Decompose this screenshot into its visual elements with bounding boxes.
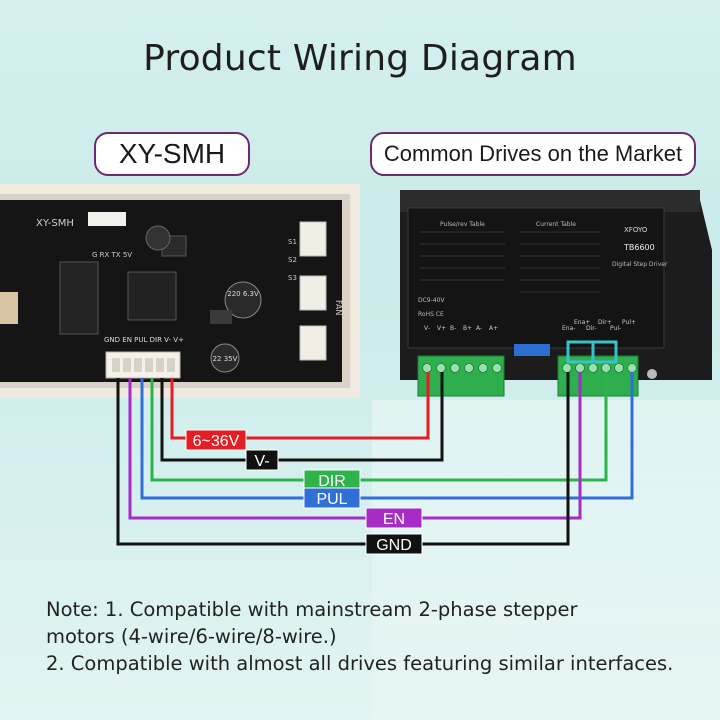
board-label: XY-SMH (94, 132, 250, 176)
terminal-label-r3: Dir+ (598, 319, 612, 326)
drive-label: Common Drives on the Market (370, 132, 696, 176)
port-s2 (299, 275, 327, 311)
board-silk-name: XY-SMH (36, 218, 74, 229)
compatibility-notes: Note: 1. Compatible with mainstream 2-ph… (46, 596, 716, 677)
terminal-label-l5: A+ (489, 325, 498, 332)
port-s3 (299, 325, 327, 361)
port-label-s2: S2 (288, 256, 297, 264)
note-line-1: Note: 1. Compatible with mainstream 2-ph… (46, 598, 578, 621)
port-s1 (299, 221, 327, 257)
current-table-title: Current Table (536, 221, 576, 228)
terminal-screws (422, 363, 637, 373)
terminal-label-r0: Ena- (562, 325, 575, 332)
dip-switch (514, 344, 550, 356)
label-bg-power (185, 429, 247, 451)
wire-v-black (160, 372, 444, 462)
label-bg-v (245, 449, 279, 471)
note-line-3: 2. Compatible with almost all drives fea… (46, 652, 674, 675)
label-bg-en (365, 507, 423, 529)
drive-model: TB6600 (623, 243, 655, 252)
terminal-block-left (417, 355, 505, 397)
connector-pin-labels: GND EN PUL DIR V- V+ (104, 336, 184, 344)
capacitor-2-label: 22 35V (213, 355, 238, 363)
label-power: 6~36V (193, 433, 240, 450)
label-pul: PUL (316, 491, 347, 508)
wire-power-red (170, 372, 430, 440)
fan-label: FAN (334, 300, 343, 315)
drive-face (407, 207, 665, 349)
drive-top-fin (400, 190, 700, 212)
tb6600-drive: XFOYO TB6600 Digital Step Driver Current… (400, 190, 712, 397)
terminal-label-r1: Ena+ (574, 319, 590, 326)
wire-gnd-black (116, 372, 570, 546)
drive-subtitle: Digital Step Driver (612, 261, 668, 268)
terminal-label-l3: B+ (463, 325, 472, 332)
note-line-2: motors (4-wire/6-wire/8-wire.) (46, 625, 337, 648)
label-en: EN (383, 511, 405, 528)
label-bg-pul (303, 487, 361, 509)
drive-brand: XFOYO (624, 226, 648, 234)
common-anode-jumper (566, 340, 618, 364)
capacitor-1-label: 220 6.3V (227, 290, 259, 298)
chip-ic-1 (59, 261, 99, 335)
terminal-label-r4: Pul- (610, 325, 621, 332)
board-header-pins: G RX TX 5V (92, 251, 132, 259)
wire-dir-green (150, 372, 608, 482)
wires (116, 372, 634, 546)
port-label-s1: S1 (288, 238, 297, 246)
label-gnd: GND (376, 537, 412, 554)
capacitor-1 (224, 281, 262, 319)
micro-table-title: Pulse/rev Table (440, 221, 485, 228)
wire-pul-blue (140, 372, 634, 500)
terminal-label-l2: B- (450, 325, 456, 332)
signal-connector-pins (112, 358, 175, 372)
drive-power-label: DC9-40V (418, 297, 445, 304)
drive-rohs: RoHS CE (418, 311, 444, 318)
capacitor-2 (210, 343, 240, 373)
label-dir: DIR (318, 473, 346, 490)
label-v: V- (254, 453, 269, 470)
relay (210, 310, 232, 324)
terminal-label-l1: V+ (437, 325, 446, 332)
board-left-part (0, 292, 18, 324)
terminal-label-l4: A- (476, 325, 482, 332)
xy-smh-board: 220 6.3V 22 35V XY-SMH G RX TX 5V S1 S2 … (0, 184, 360, 398)
inductor (145, 225, 171, 251)
page-title: Product Wiring Diagram (143, 38, 577, 79)
drive-led (647, 369, 657, 379)
label-bg-gnd (365, 533, 423, 555)
terminal-label-r5: Pul+ (622, 319, 636, 326)
terminal-label-l0: V- (424, 325, 430, 332)
port-label-s3: S3 (288, 274, 297, 282)
terminal-label-r2: Dir- (586, 325, 597, 332)
wire-en-purple (128, 372, 582, 520)
drive-tables-grid (420, 231, 600, 293)
chip-mcu (127, 271, 177, 321)
top-header-connector (88, 212, 126, 226)
background-wall (372, 400, 720, 720)
